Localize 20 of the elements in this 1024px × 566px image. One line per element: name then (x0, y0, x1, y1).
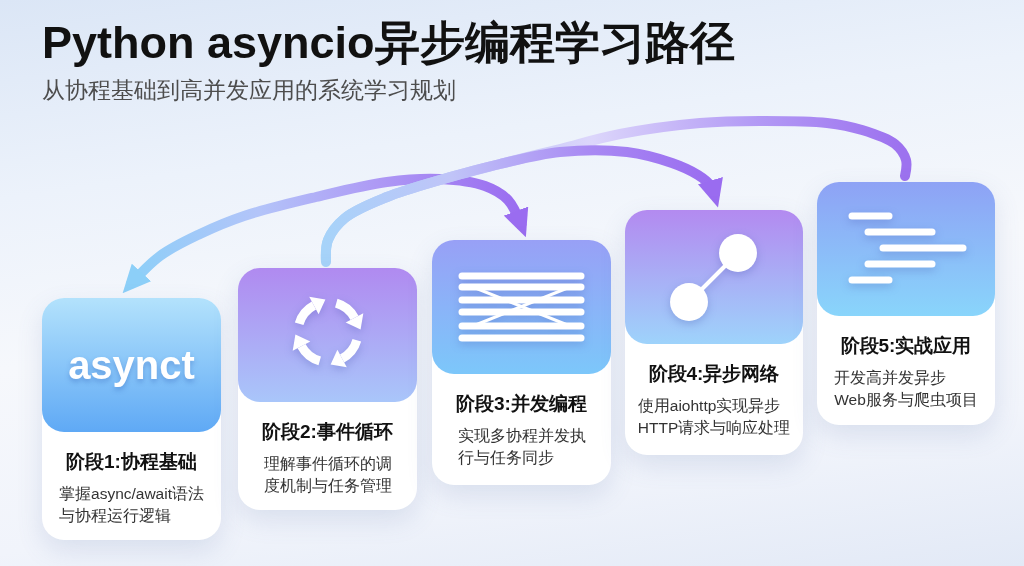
stage-description: 理解事件循环的调度机制与任务管理 (263, 454, 392, 496)
curved-arrow (320, 145, 723, 263)
stage-description: 开发高并发异步Web服务与爬虫项目 (834, 368, 978, 410)
stage-heading: 阶段3:并发编程 (456, 392, 587, 416)
stage-description: 掌握async/await语法与协程运行逻辑 (59, 484, 204, 526)
double-headed-curved-arrow (122, 173, 529, 294)
stage-description: 使用aiohttp实现异步HTTP请求与响应处理 (637, 396, 791, 438)
stage-heading: 阶段5:实战应用 (840, 334, 972, 358)
stage-heading: 阶段1:协程基础 (66, 450, 197, 474)
stage-heading: 阶段4:异步网络 (648, 362, 780, 386)
stage-card (432, 240, 611, 485)
title: Python asyncio异步编程学习路径 (42, 16, 735, 70)
stage-card (42, 298, 221, 540)
stage-description: 实现多协程并发执行与任务同步 (457, 426, 586, 468)
stage-card (817, 182, 995, 425)
tile-text: asynct (68, 343, 195, 387)
stage-heading: 阶段2:事件循环 (262, 420, 393, 444)
stage-card (238, 268, 417, 510)
stage-card (625, 210, 803, 455)
subtitle: 从协程基础到高并发应用的系统学习规划 (42, 76, 456, 104)
